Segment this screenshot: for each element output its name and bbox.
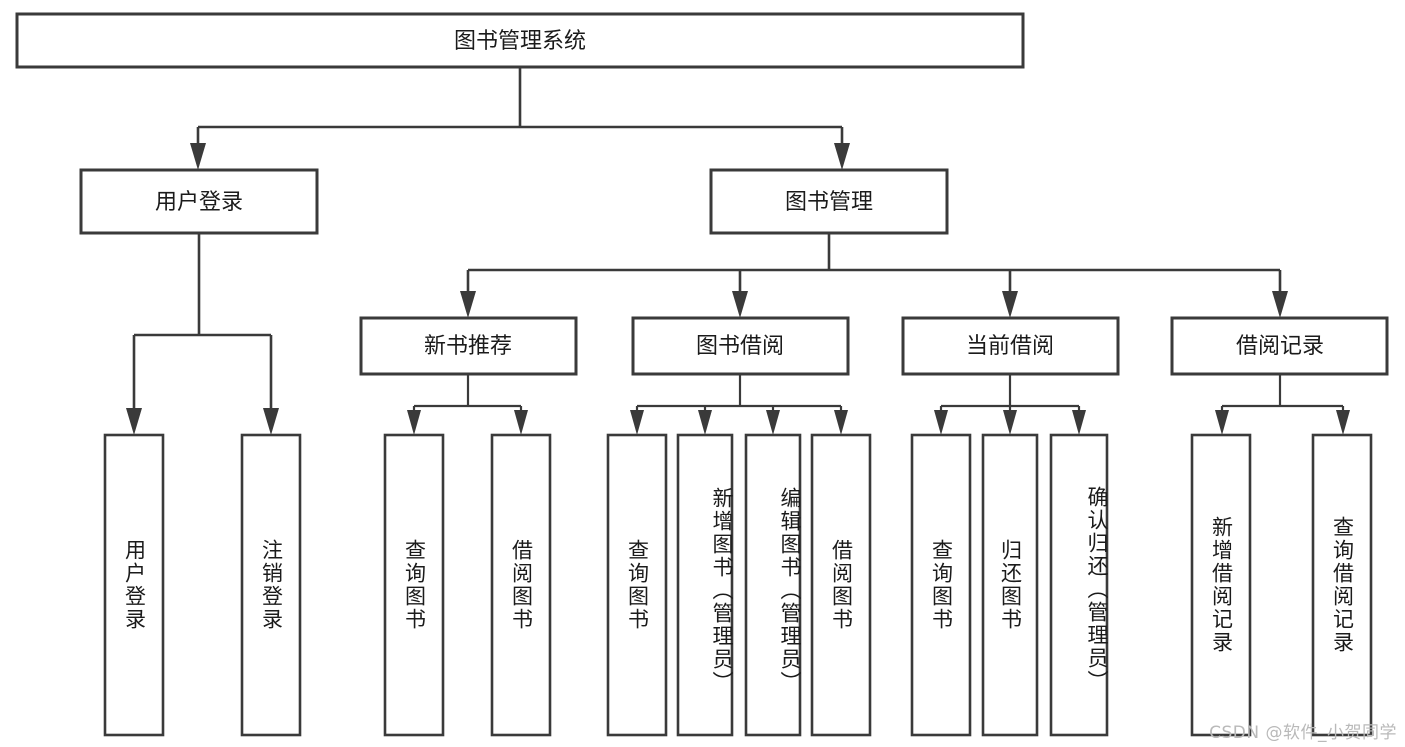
leaf-box-borrow-book[interactable] [810, 433, 872, 737]
node-root-label: 图书管理系统 [454, 29, 586, 54]
node-book-management[interactable]: 图书管理 [709, 168, 949, 235]
node-book-management-label: 图书管理 [785, 190, 873, 215]
node-book-borrow[interactable]: 图书借阅 [631, 316, 850, 376]
leaf-box-query-book-recommend[interactable] [383, 433, 445, 737]
leaf-box-edit-book-admin[interactable] [744, 433, 802, 737]
leaf-box-return-book[interactable] [981, 433, 1039, 737]
watermark-text: CSDN @软件_小贺同学 [1209, 723, 1397, 743]
leaf-box-query-book-current[interactable] [910, 433, 972, 737]
leaf-box-user-login[interactable] [103, 433, 165, 737]
node-current-borrow-label: 当前借阅 [966, 334, 1054, 359]
connector-book-management-to-level3 [460, 233, 1288, 318]
connector-new-book-recommend-to-leaves [407, 374, 528, 435]
node-borrow-record-label: 借阅记录 [1236, 334, 1324, 359]
node-user-login-label: 用户登录 [155, 190, 243, 215]
node-new-book-recommend[interactable]: 新书推荐 [359, 316, 578, 376]
connector-root-to-level2 [190, 67, 850, 170]
leaf-box-add-borrow-record[interactable] [1190, 433, 1252, 737]
node-root[interactable]: 图书管理系统 [15, 12, 1025, 69]
node-user-login[interactable]: 用户登录 [79, 168, 319, 235]
leaf-box-borrow-book-recommend[interactable] [490, 433, 552, 737]
leaf-box-query-book-borrow[interactable] [606, 433, 668, 737]
leaf-box-confirm-return-admin[interactable] [1049, 433, 1109, 737]
connector-user-login-to-leaves [126, 233, 279, 435]
connector-current-borrow-to-leaves [934, 374, 1086, 435]
connector-book-borrow-to-leaves [630, 374, 848, 435]
node-current-borrow[interactable]: 当前借阅 [901, 316, 1120, 376]
node-borrow-record[interactable]: 借阅记录 [1170, 316, 1389, 376]
leaf-box-query-borrow-record[interactable] [1311, 433, 1373, 737]
connector-borrow-record-to-leaves [1215, 374, 1350, 435]
leaf-box-add-book-admin[interactable] [676, 433, 734, 737]
leaf-box-logout[interactable] [240, 433, 302, 737]
node-new-book-recommend-label: 新书推荐 [424, 334, 512, 359]
node-book-borrow-label: 图书借阅 [696, 334, 784, 359]
